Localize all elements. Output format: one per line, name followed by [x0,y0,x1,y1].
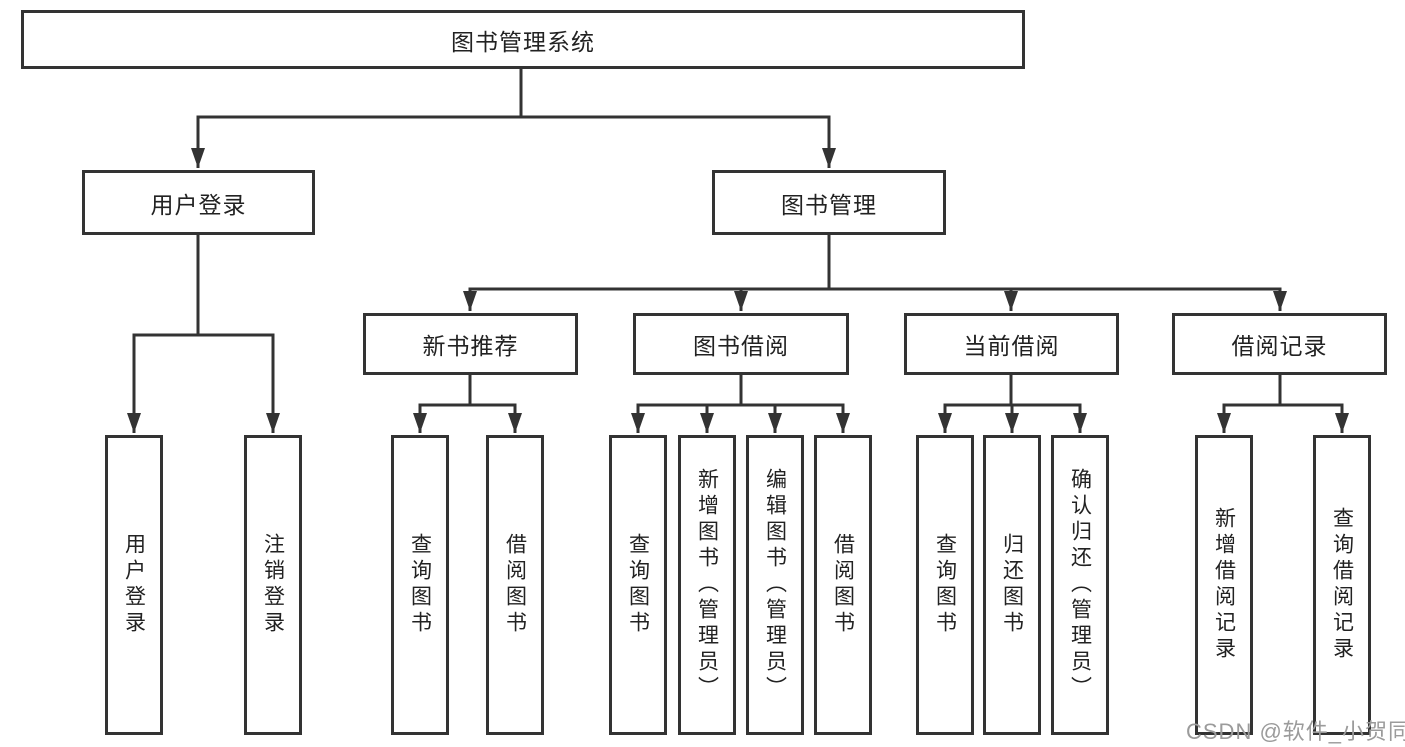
node-root-system: 图书管理系统 [21,10,1025,69]
csdn-watermark: CSDN @软件_小贺同学 [1186,719,1405,744]
leaf-add-books-admin: 新增图书（管理员） [678,435,736,735]
leaf-user-login: 用户登录 [105,435,163,735]
leaf-add-borrow-record: 新增借阅记录 [1195,435,1253,735]
leaf-confirm-return-admin: 确认归还（管理员） [1051,435,1109,735]
leaf-logout: 注销登录 [244,435,302,735]
node-borrow-records: 借阅记录 [1172,313,1387,375]
leaf-query-books-borrow: 查询图书 [609,435,667,735]
leaf-return-books: 归还图书 [983,435,1041,735]
node-new-book-recommend: 新书推荐 [363,313,578,375]
node-book-management: 图书管理 [712,170,946,235]
node-current-borrow: 当前借阅 [904,313,1119,375]
leaf-query-books-current: 查询图书 [916,435,974,735]
leaf-edit-books-admin: 编辑图书（管理员） [746,435,804,735]
leaf-query-borrow-record: 查询借阅记录 [1313,435,1371,735]
leaf-query-books-newbook: 查询图书 [391,435,449,735]
leaf-borrow-books: 借阅图书 [814,435,872,735]
node-user-login: 用户登录 [82,170,315,235]
leaf-borrow-books-newbook: 借阅图书 [486,435,544,735]
node-book-borrow: 图书借阅 [633,313,849,375]
